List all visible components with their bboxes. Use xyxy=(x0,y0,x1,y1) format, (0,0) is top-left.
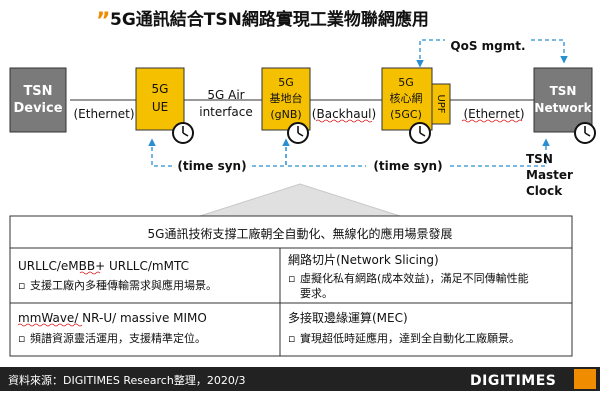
air-interface-label-1: 5G Air xyxy=(207,88,244,102)
master-clock-label-1: TSN xyxy=(526,152,553,166)
ue-label-1: 5G xyxy=(152,82,169,96)
gnb-clock-icon xyxy=(287,122,309,144)
gnb-box xyxy=(261,67,311,131)
ethernet-right-label: (Ethernet) xyxy=(463,107,524,121)
tsn-network-label-1: TSN xyxy=(550,84,577,98)
cell-1-underline xyxy=(79,271,101,275)
cell-3-item-1: 頻譜資源靈活運用，支援精準定位。 xyxy=(30,331,206,345)
gnb-label-3: (gNB) xyxy=(270,108,301,121)
ethernet-right-underline xyxy=(461,119,523,123)
gnb-label-1: 5G xyxy=(278,76,294,89)
master-clock-label-3: Clock xyxy=(526,184,563,198)
tsn-network-clock-icon xyxy=(574,122,596,144)
tsn-device-box xyxy=(9,67,67,133)
page-title: 5G通訊結合TSN網路實現工業物聯網應用 xyxy=(110,9,429,30)
tsn-device-label-1: TSN xyxy=(23,84,52,99)
core-clock-icon xyxy=(409,122,431,144)
footer-brand: DIGITIMES xyxy=(470,373,556,389)
time-syn-left-label: (time syn) xyxy=(177,159,246,173)
core-box xyxy=(381,67,433,131)
cell-1-item-1: 支援工廠內多種傳輸需求與應用場景。 xyxy=(30,278,217,292)
upward-arrow-shape xyxy=(199,183,401,217)
qos-dashed-arrow xyxy=(420,39,564,66)
brand-accent xyxy=(574,369,596,389)
cell-2-title: 網路切片(Network Slicing) xyxy=(288,252,439,267)
gnb-label-2: 基地台 xyxy=(270,91,303,105)
backhaul-underline xyxy=(315,119,373,123)
upf-box xyxy=(431,83,451,125)
cell-1-title: URLLC/eMBB+ URLLC/mMTC xyxy=(18,259,189,273)
cell-2-item-1: 虛擬化私有網路(成本效益)，滿足不同傳輸性能 xyxy=(300,271,529,285)
footer-source: 資料來源：DIGITIMES Research整理，2020/3 xyxy=(8,373,246,387)
cell-1-bullet: ▫ xyxy=(18,279,25,292)
footer-bar xyxy=(0,367,600,391)
ethernet-left-label: (Ethernet) xyxy=(73,107,134,121)
table-header: 5G通訊技術支撐工廠朝全自動化、無線化的應用場景發展 xyxy=(148,226,453,241)
tsn-device-label-2: Device xyxy=(13,101,62,116)
cell-3-underline xyxy=(17,323,83,327)
backhaul-label: (Backhaul) xyxy=(312,107,376,121)
cell-2-bullet: ▫ xyxy=(288,272,295,285)
cell-4-bullet: ▫ xyxy=(288,332,295,345)
time-syn-right-arrow xyxy=(285,140,546,167)
ue-label-2: UE xyxy=(152,100,168,114)
scenario-table xyxy=(9,215,573,357)
ue-box xyxy=(135,67,185,131)
title-mark: ” xyxy=(96,9,110,34)
time-syn-right-label: (time syn) xyxy=(373,159,442,173)
qos-label: QoS mgmt. xyxy=(450,39,525,53)
cell-2-item-2: 要求。 xyxy=(300,287,333,300)
master-clock-label-2: Master xyxy=(526,168,573,182)
cell-3-title: mmWave/ NR-U/ massive MIMO xyxy=(18,311,207,325)
cell-4-item-1: 實現超低時延應用，達到全自動化工廠願景。 xyxy=(300,331,520,345)
cell-3-bullet: ▫ xyxy=(18,332,25,345)
core-label-1: 5G xyxy=(398,76,414,89)
tsn-network-label-2: Network xyxy=(534,101,592,115)
upf-label: UPF xyxy=(435,94,446,113)
cell-4-title: 多接取邊緣運算(MEC) xyxy=(288,310,408,325)
core-label-3: (5GC) xyxy=(390,108,422,121)
air-interface-label-2: interface xyxy=(199,105,253,119)
core-label-2: 核心網 xyxy=(390,91,423,105)
ue-clock-icon xyxy=(172,122,194,144)
